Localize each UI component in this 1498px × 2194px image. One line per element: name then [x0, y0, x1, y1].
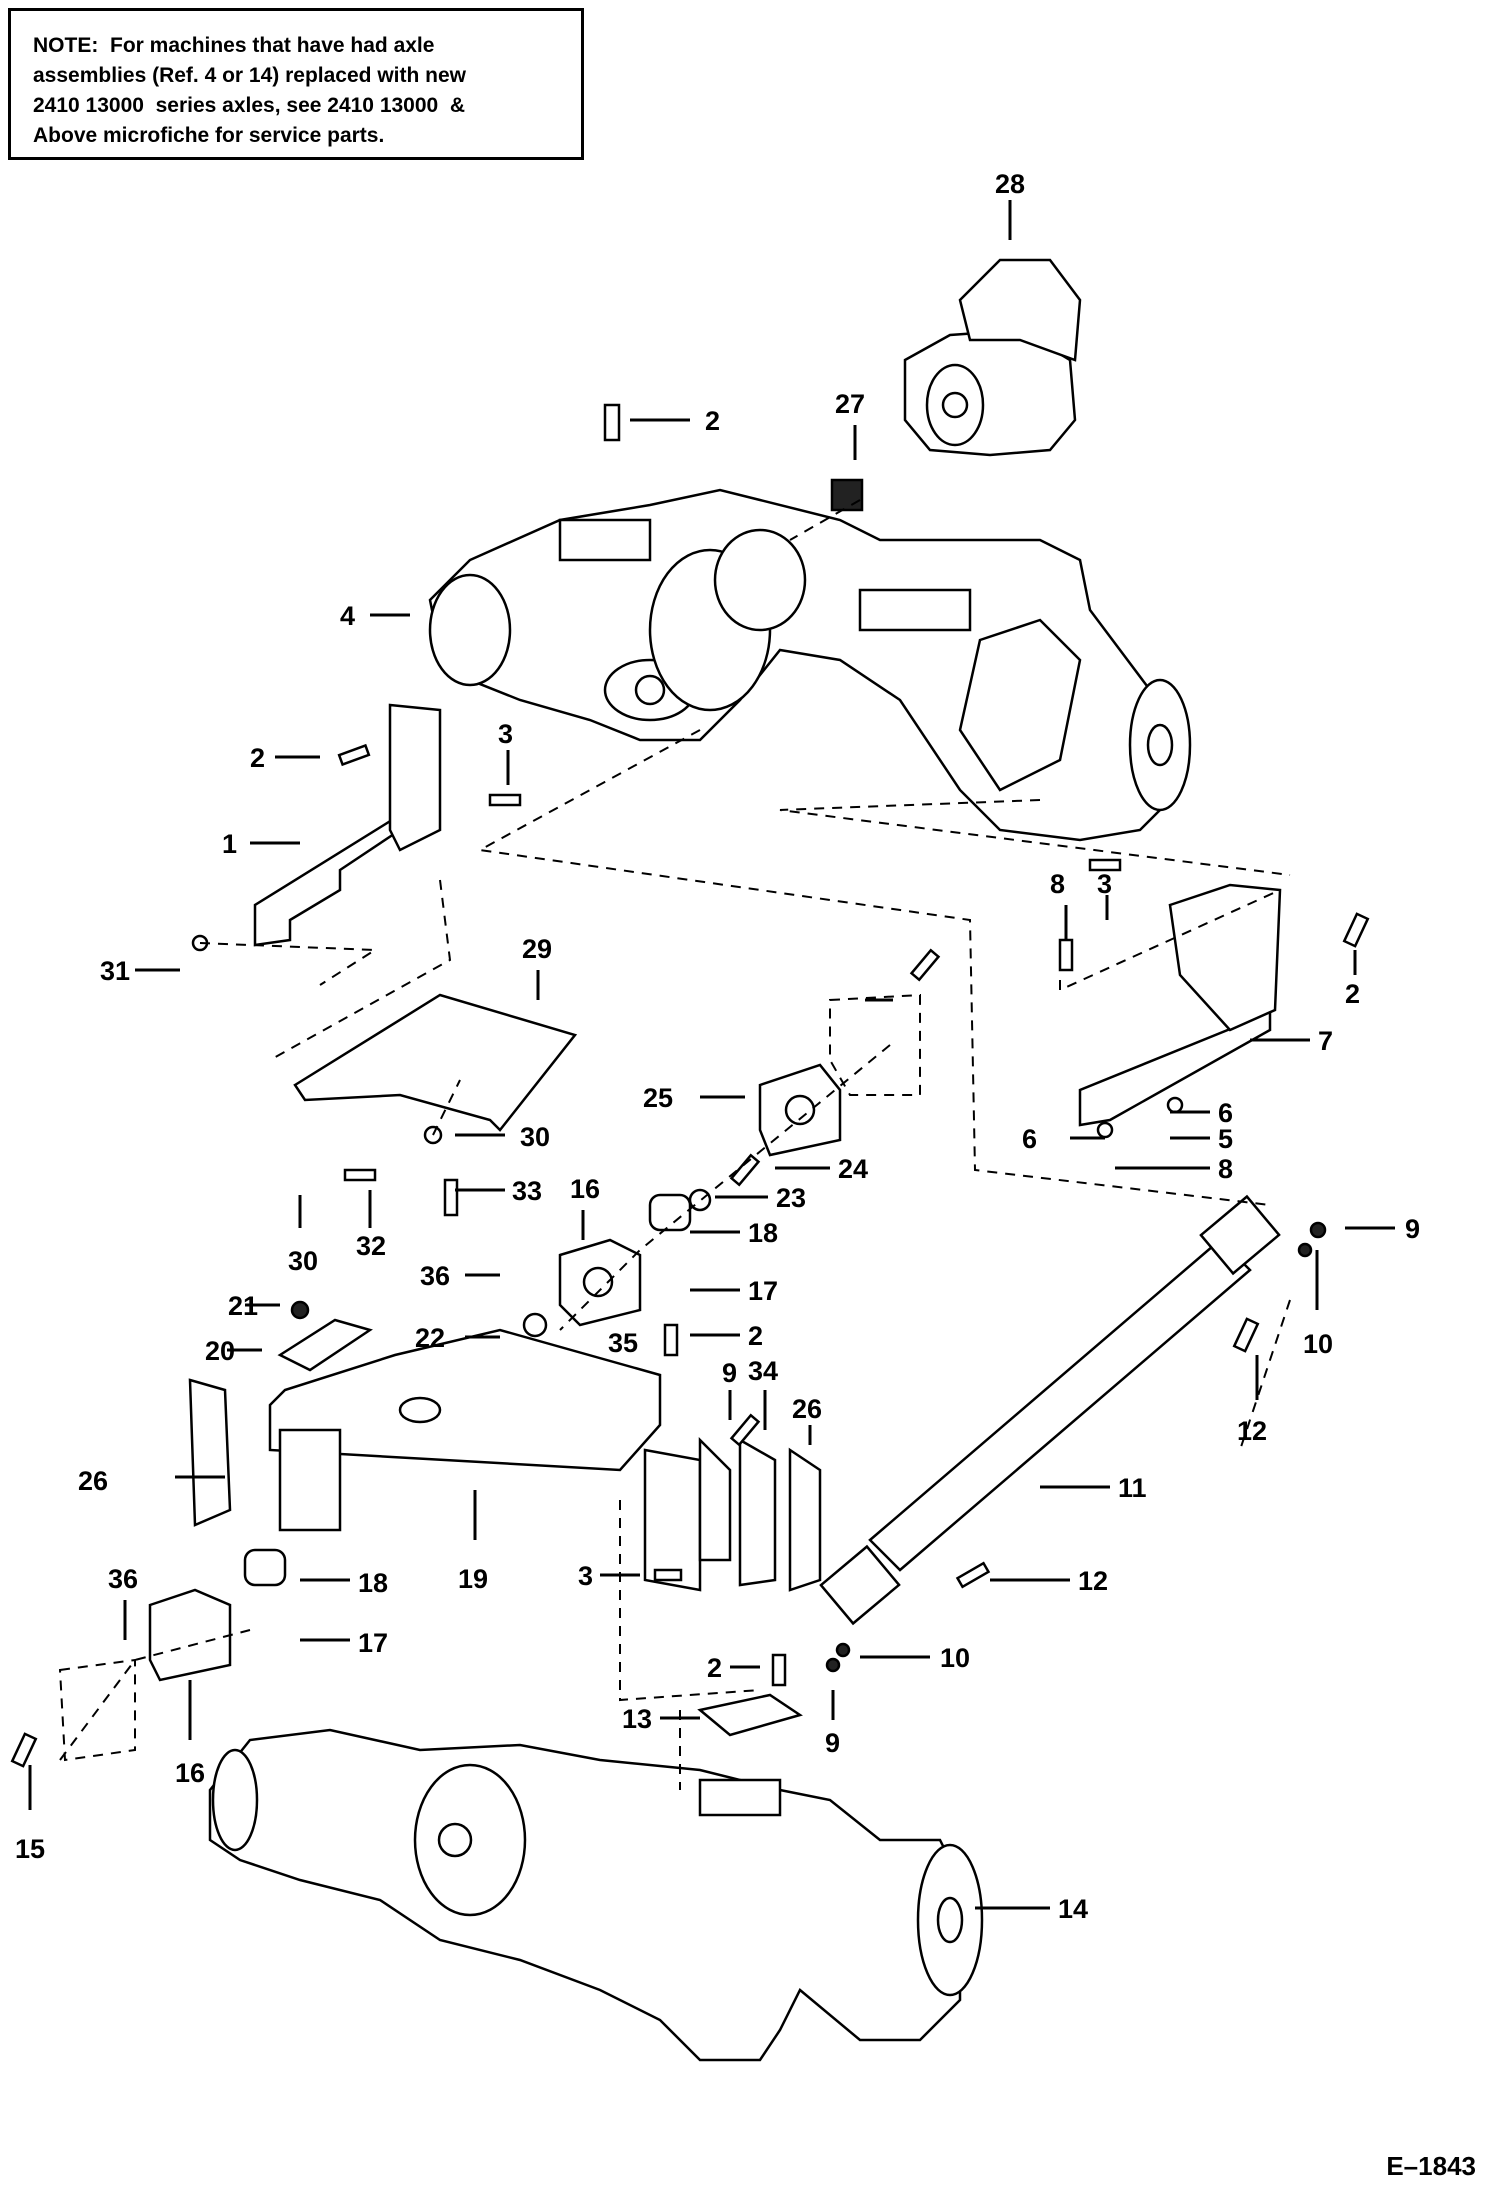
callout-33: 33	[512, 1176, 542, 1206]
note-line-2: assemblies (Ref. 4 or 14) replaced with …	[33, 64, 466, 87]
callout-18-upper: 18	[748, 1218, 778, 1248]
callout-2-lower: 2	[707, 1653, 722, 1683]
callout-2-right: 2	[1345, 979, 1360, 1009]
callout-22: 22	[415, 1323, 445, 1353]
callout-29: 29	[522, 934, 552, 964]
callout-6-right: 6	[1218, 1098, 1233, 1128]
callout-3-right: 3	[1097, 869, 1112, 899]
right-rear-bracket	[1078, 883, 1282, 1127]
callout-14: 14	[1058, 1894, 1088, 1924]
callout-8-upper-right: 8	[1050, 869, 1065, 899]
callout-27: 27	[835, 389, 865, 419]
callout-labels: 28 27 2 4 2 3 1 31 29 30 30 33 32 16 36 …	[15, 169, 1420, 1924]
bolts	[10, 403, 1370, 1768]
callout-2-middle: 2	[748, 1321, 763, 1351]
note-line-3: 2410 13000 series axles, see 2410 13000 …	[33, 94, 466, 117]
callout-25: 25	[643, 1083, 673, 1113]
callout-9-middle: 9	[722, 1358, 737, 1388]
drive-shaft	[819, 1194, 1281, 1626]
callout-34: 34	[748, 1356, 778, 1386]
callout-2-left: 2	[250, 743, 265, 773]
callout-15: 15	[15, 1834, 45, 1864]
note-line-4: Above microfiche for service parts.	[33, 124, 385, 147]
service-note: NOTE: For machines that have had axle as…	[8, 8, 584, 160]
callout-9-right: 9	[1405, 1214, 1420, 1244]
small-plates	[277, 1300, 803, 1737]
callout-35: 35	[608, 1328, 638, 1358]
front-axle-assembly	[208, 1728, 984, 2062]
note-line-1: NOTE: For machines that have had axle	[33, 34, 435, 57]
callout-8-lower-right: 8	[1218, 1154, 1233, 1184]
callout-3-left: 3	[498, 719, 513, 749]
callout-26-right: 26	[792, 1394, 822, 1424]
callout-10-right: 10	[1303, 1329, 1333, 1359]
callout-16-lower: 16	[175, 1758, 205, 1788]
leader-lines	[28, 200, 1395, 1910]
callout-17-lower: 17	[358, 1628, 388, 1658]
callout-28: 28	[995, 169, 1025, 199]
callout-26-left: 26	[78, 1466, 108, 1496]
coupling-spring	[830, 478, 864, 512]
hydrostatic-motor	[903, 258, 1082, 457]
assembly-lines	[59, 499, 1291, 1790]
rear-axle-assembly	[428, 488, 1192, 842]
callout-30-right: 30	[520, 1122, 550, 1152]
callout-16-upper: 16	[570, 1174, 600, 1204]
callout-5: 5	[1218, 1124, 1233, 1154]
callout-24: 24	[838, 1154, 868, 1184]
callout-20: 20	[205, 1336, 235, 1366]
figure-code: E–1843	[1386, 2151, 1476, 2181]
callout-6-left: 6	[1022, 1124, 1037, 1154]
left-rear-bracket	[253, 703, 442, 947]
callout-10-lower: 10	[940, 1643, 970, 1673]
callout-11: 11	[1118, 1473, 1147, 1503]
callout-1: 1	[222, 829, 237, 859]
callout-36-upper: 36	[420, 1261, 450, 1291]
callout-21: 21	[228, 1291, 258, 1321]
callout-12-lower: 12	[1078, 1566, 1108, 1596]
callout-19: 19	[458, 1564, 488, 1594]
callout-12-right: 12	[1237, 1416, 1267, 1446]
callout-30-lower: 30	[288, 1246, 318, 1276]
callout-9-lower: 9	[825, 1728, 840, 1758]
callout-32: 32	[356, 1231, 386, 1261]
pivot-frame	[268, 1328, 662, 1532]
callout-3-lower: 3	[578, 1561, 593, 1591]
callout-31: 31	[100, 956, 130, 986]
backing-plates	[58, 993, 921, 1762]
callout-4: 4	[340, 601, 355, 631]
cover-plate	[293, 993, 578, 1132]
callout-7: 7	[1318, 1026, 1333, 1056]
bushings	[243, 1188, 712, 1587]
callout-36-lower: 36	[108, 1564, 138, 1594]
callout-18-lower: 18	[358, 1568, 388, 1598]
callout-23: 23	[776, 1183, 806, 1213]
callout-17-upper: 17	[748, 1276, 778, 1306]
mounting-blocks	[148, 1063, 842, 1682]
callout-2-top: 2	[705, 406, 720, 436]
shim-plates	[188, 1378, 822, 1592]
callout-13: 13	[622, 1704, 652, 1734]
